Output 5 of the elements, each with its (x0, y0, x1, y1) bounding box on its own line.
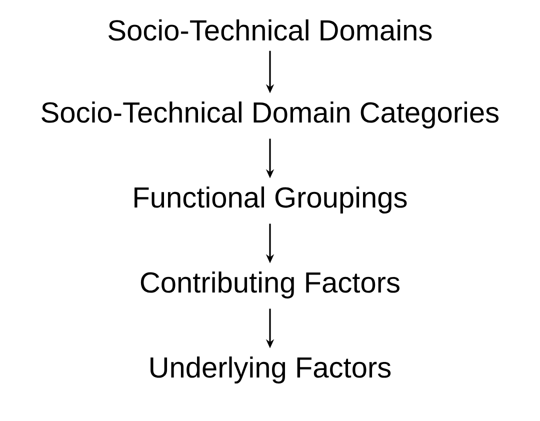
step-label: Socio-Technical Domain Categories (42, 101, 499, 129)
step-label: Socio-Technical Domains (108, 19, 432, 41)
step-label: Underlying Factors (150, 356, 391, 384)
step-label: Functional Groupings (134, 186, 407, 214)
step-label: Contributing Factors (140, 271, 400, 299)
